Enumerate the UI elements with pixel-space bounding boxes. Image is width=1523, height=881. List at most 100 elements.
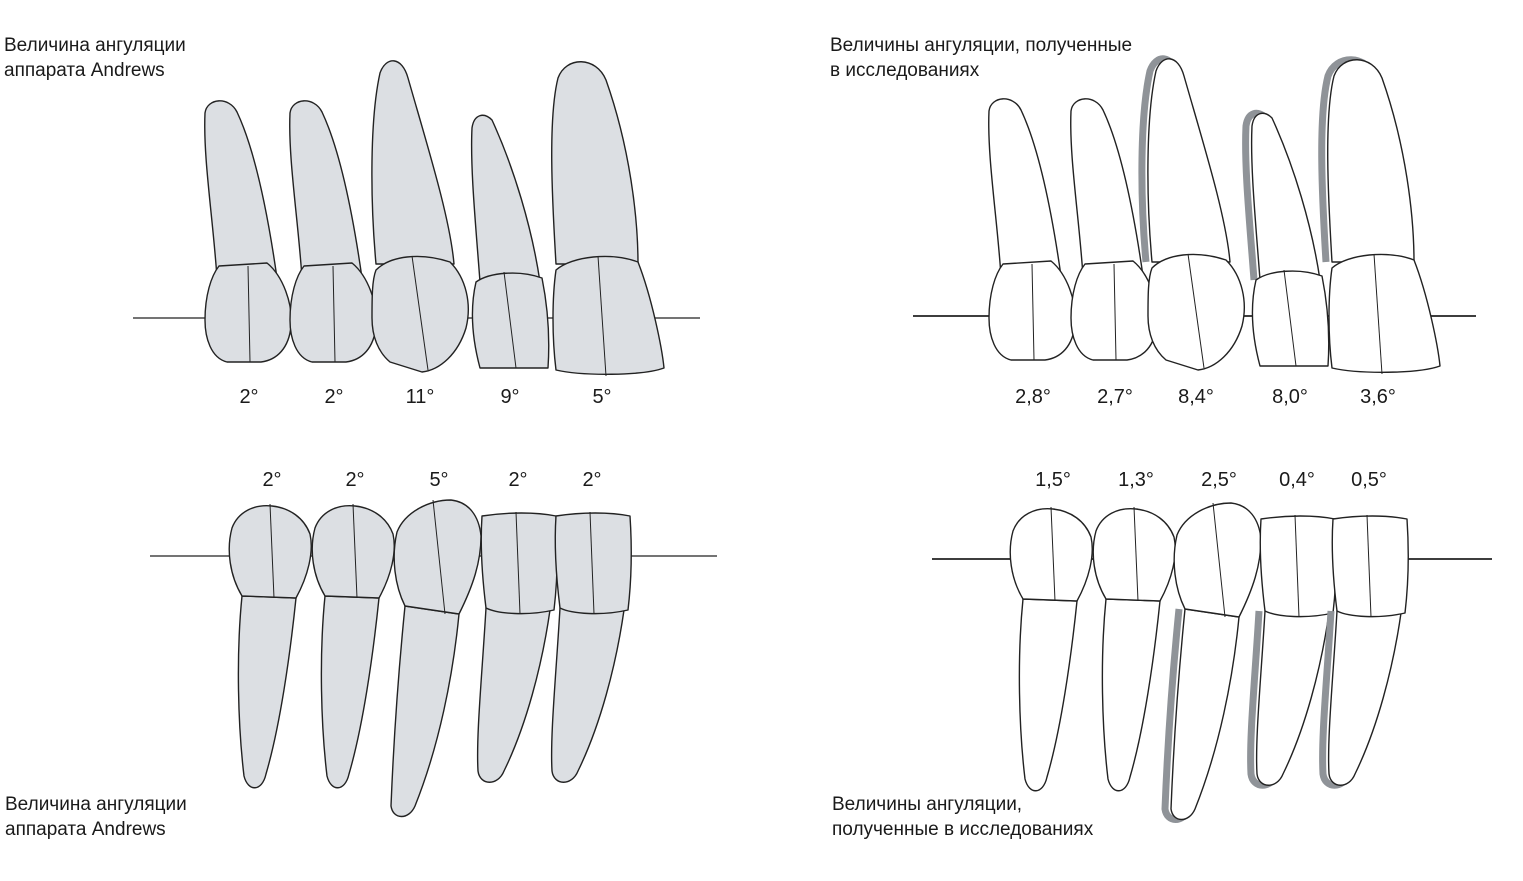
caption-lower-andrews: Величина ангуляции аппарата Andrews (5, 792, 187, 842)
tooth (550, 511, 633, 783)
tooth-root (237, 595, 297, 789)
tooth-root (320, 595, 380, 789)
angle-label: 2° (262, 469, 281, 491)
tooth-root (550, 607, 625, 783)
tooth-root (1101, 598, 1161, 792)
tooth-root (1170, 608, 1240, 821)
tooth (311, 503, 395, 789)
caption-lower-research: Величины ангуляции, полученные в исследо… (832, 792, 1093, 842)
tooth-crown (1328, 253, 1441, 373)
tooth-long-axis (411, 255, 429, 371)
panel-upper-research: 2,8°2,7°8,4°8,0°3,6° (913, 55, 1476, 408)
tooth-crown (393, 499, 482, 615)
tooth-long-axis (1366, 514, 1372, 618)
angle-label: 2,5° (1201, 469, 1237, 491)
angle-label: 9° (500, 386, 519, 408)
angle-label: 2° (239, 386, 258, 408)
tooth-long-axis (1133, 506, 1139, 602)
caption-line: полученные в исследованиях (832, 819, 1094, 840)
tooth (1161, 502, 1262, 823)
tooth-root (289, 100, 363, 279)
angle-label: 2° (324, 386, 343, 408)
tooth-root (1250, 112, 1321, 281)
tooth (204, 100, 292, 363)
angle-label: 2,8° (1015, 386, 1051, 408)
angle-label: 2° (582, 469, 601, 491)
panel-lower-research: 1,5°1,3°2,5°0,4°0,5° (932, 469, 1492, 823)
tooth-long-axis (589, 511, 595, 615)
angle-label: 1,5° (1035, 469, 1071, 491)
tooth-crown (1173, 502, 1262, 618)
angle-label: 11° (406, 386, 435, 408)
tooth (470, 114, 550, 369)
tooth-root (551, 61, 639, 265)
tooth-long-axis (503, 271, 517, 369)
caption-upper-research: Величины ангуляции, полученные в исследо… (830, 33, 1132, 83)
tooth (551, 61, 665, 377)
caption-upper-andrews: Величина ангуляции аппарата Andrews (4, 33, 186, 83)
tooth (476, 511, 559, 783)
angle-label: 2° (508, 469, 527, 491)
tooth-long-axis (1187, 253, 1205, 369)
tooth-root (470, 114, 541, 283)
caption-line: Величины ангуляции, (832, 794, 1023, 815)
tooth-crown (480, 512, 559, 615)
tooth-crown (1251, 270, 1330, 367)
tooth-crown (552, 255, 665, 375)
tooth (1247, 514, 1338, 789)
tooth-crown (1331, 515, 1410, 618)
tooth (1092, 506, 1176, 792)
tooth-root (204, 100, 278, 279)
tooth-crown (1092, 508, 1176, 602)
tooth-long-axis (432, 499, 446, 615)
tooth-crown (1009, 508, 1093, 602)
tooth-root (390, 605, 460, 818)
tooth-crown (988, 260, 1076, 361)
tooth (1070, 98, 1158, 361)
tooth-root (1018, 598, 1078, 792)
tooth-long-axis (1283, 269, 1297, 367)
tooth (390, 499, 482, 818)
tooth-long-axis (1294, 514, 1300, 618)
tooth-long-axis (515, 511, 521, 615)
caption-line: в исследованиях (830, 60, 980, 81)
tooth (289, 100, 377, 363)
tooth-long-axis (1113, 263, 1117, 361)
tooth-long-axis (332, 265, 336, 363)
tooth-long-axis (269, 503, 275, 599)
tooth (228, 503, 312, 789)
caption-line: Величина ангуляции (4, 35, 186, 56)
tooth-root (1327, 59, 1415, 263)
tooth (1319, 514, 1410, 789)
tooth-long-axis (247, 265, 251, 363)
angle-label: 2,7° (1097, 386, 1133, 408)
angle-label: 5° (429, 469, 448, 491)
tooth-long-axis (1031, 263, 1035, 361)
tooth-crown (554, 512, 633, 615)
tooth-root (1327, 610, 1402, 786)
tooth-root (988, 98, 1062, 277)
tooth (1318, 56, 1441, 375)
angle-label: 0,5° (1351, 469, 1387, 491)
caption-line: аппарата Andrews (5, 819, 166, 840)
angle-label: 5° (592, 386, 611, 408)
tooth-root (371, 60, 455, 265)
angle-label: 3,6° (1360, 386, 1396, 408)
angle-label: 2° (345, 469, 364, 491)
tooth-long-axis (1373, 253, 1383, 375)
tooth-long-axis (1050, 506, 1056, 602)
caption-line: аппарата Andrews (4, 60, 165, 81)
tooth-root (1070, 98, 1144, 277)
tooth-crown (311, 505, 395, 599)
tooth-crown (204, 262, 292, 363)
tooth (1009, 506, 1093, 792)
tooth-crown (471, 272, 550, 369)
angle-label: 8,0° (1272, 386, 1308, 408)
tooth (371, 60, 469, 373)
caption-line: Величины ангуляции, полученные (830, 35, 1133, 56)
tooth-long-axis (597, 255, 607, 377)
panel-lower-andrews: 2° 2° 5° 2° 2° (150, 469, 717, 818)
tooth (988, 98, 1076, 361)
tooth-long-axis (352, 503, 358, 599)
caption-line: Величина ангуляции (5, 794, 187, 815)
